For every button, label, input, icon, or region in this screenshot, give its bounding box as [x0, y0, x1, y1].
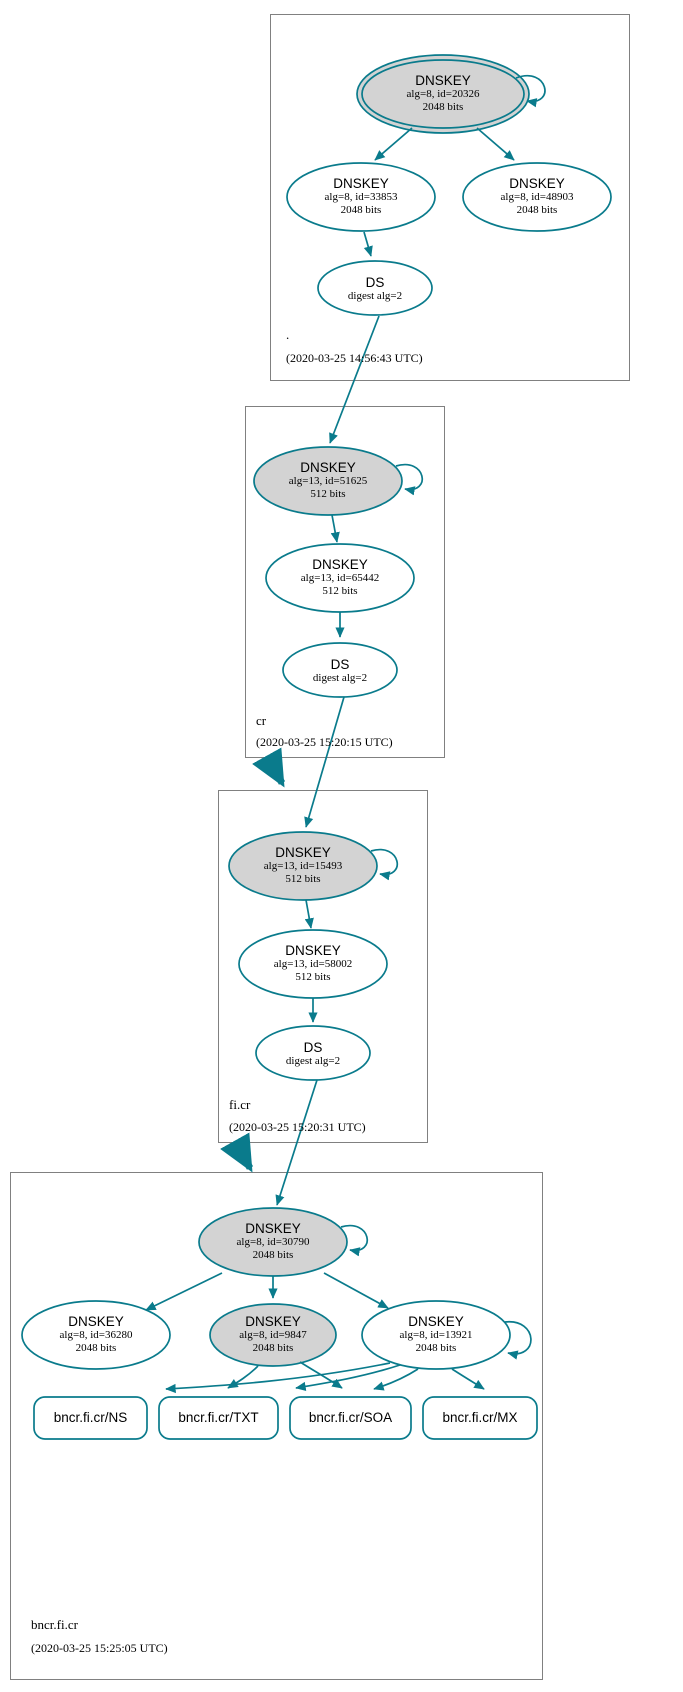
zone-box-bncr-fi-cr	[10, 1172, 543, 1680]
rrset-box-ns	[33, 1396, 148, 1440]
node-bncr-key-9847	[209, 1303, 337, 1367]
edge-root-ksk-to-33853	[374, 127, 413, 161]
node-ficr-ds	[255, 1025, 371, 1081]
edge-13921-to-ns	[165, 1362, 391, 1394]
zone-box-root	[270, 14, 630, 381]
zone-box-fi-cr	[218, 790, 428, 1143]
rrset-box-mx	[422, 1396, 538, 1440]
rrset-box-soa	[289, 1396, 412, 1440]
edge-root-ds-to-cr-ksk	[329, 315, 380, 444]
node-root-zsk-48903	[462, 162, 612, 232]
zone-label-bncr-fi-cr: bncr.fi.cr	[31, 1617, 78, 1632]
zone-label-root: .	[286, 327, 290, 342]
node-root-ksk-inner	[361, 59, 525, 129]
edge-root-ksk-to-48903	[476, 127, 515, 161]
node-cr-zsk	[265, 543, 415, 613]
edge-bncr-ksk-to-13921	[323, 1272, 389, 1309]
node-cr-ksk	[253, 446, 403, 516]
edge-bncr-key-13921-selfsign	[504, 1321, 532, 1360]
zone-timestamp-root: (2020-03-25 14:56:43 UTC)	[286, 351, 423, 365]
zone-box-cr	[245, 406, 445, 758]
node-cr-ds	[282, 642, 398, 698]
delegation-arrow-ficr-to-bncr	[220, 1132, 254, 1173]
edge-bncr-ksk-selfsign	[340, 1224, 368, 1257]
zone-timestamp-bncr-fi-cr: (2020-03-25 15:25:05 UTC)	[31, 1641, 168, 1655]
edge-root-ksk-selfsign	[515, 75, 546, 108]
node-bncr-key-36280	[21, 1300, 171, 1370]
edge-ficr-ksk-to-zsk	[304, 899, 314, 929]
edge-9847-to-txt	[227, 1365, 259, 1389]
rrset-box-txt	[158, 1396, 279, 1440]
edge-cr-ksk-selfsign	[395, 463, 423, 496]
edge-ficr-ksk-selfsign	[370, 848, 398, 881]
edge-ficr-ds-to-bncr-ksk	[275, 1079, 318, 1206]
node-ficr-zsk	[238, 929, 388, 999]
node-bncr-key-13921	[361, 1300, 511, 1370]
node-root-zsk-33853	[286, 162, 436, 232]
zone-label-cr: cr	[256, 713, 267, 728]
zone-timestamp-fi-cr: (2020-03-25 15:20:31 UTC)	[229, 1120, 366, 1134]
zone-timestamp-cr: (2020-03-25 15:20:15 UTC)	[256, 735, 393, 749]
zone-label-fi-cr: fi.cr	[229, 1097, 251, 1112]
edge-13921-to-soa	[373, 1368, 419, 1391]
edge-13921-to-mx	[451, 1368, 485, 1390]
node-bncr-ksk	[198, 1207, 348, 1277]
node-ficr-ksk	[228, 831, 378, 901]
node-root-ds	[317, 260, 433, 316]
edge-bncr-ksk-to-36280	[145, 1272, 223, 1311]
edge-cr-ds-to-ficr-ksk	[304, 696, 345, 828]
edge-9847-to-soa	[299, 1361, 343, 1389]
edge-root-33853-to-ds	[363, 231, 373, 257]
delegation-arrow-cr-to-ficr	[252, 747, 286, 788]
edge-cr-ksk-to-zsk	[330, 514, 340, 543]
